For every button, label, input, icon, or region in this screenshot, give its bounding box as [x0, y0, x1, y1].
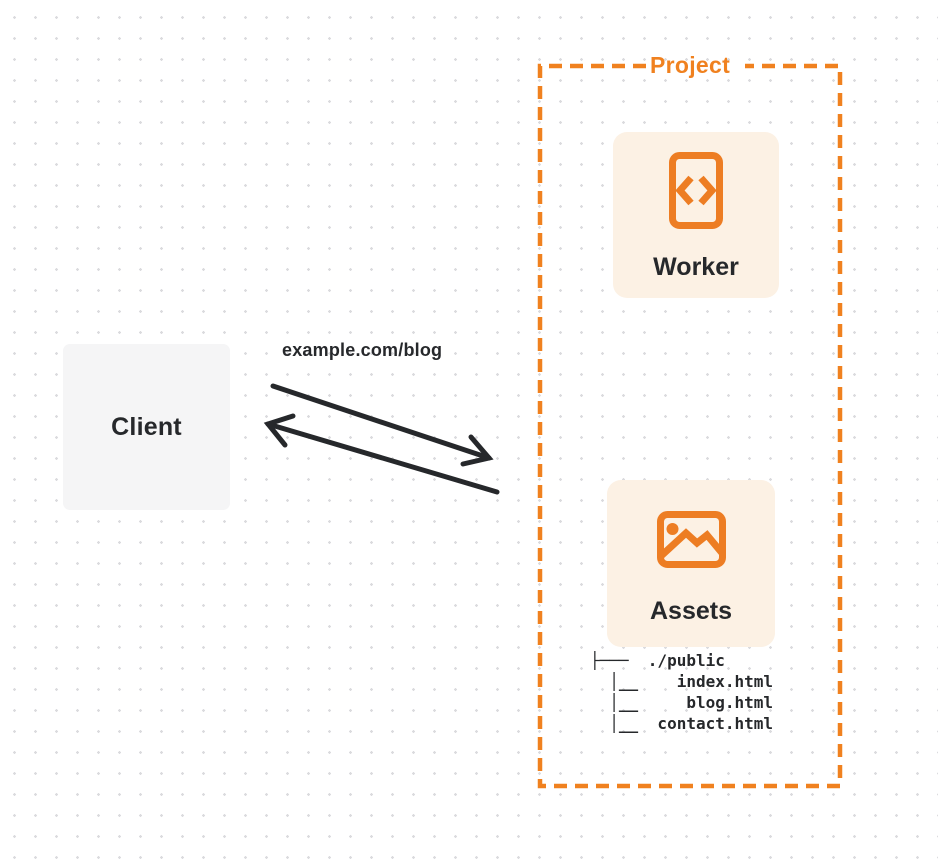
file-tree-item-blog: │__ blog.html [590, 693, 774, 712]
project-label: Project [649, 52, 731, 78]
request-arrow-head [460, 434, 494, 467]
request-arrow-line [270, 383, 492, 461]
worker-label: Worker [653, 253, 739, 281]
file-tree-root: ├─── ./public [590, 651, 725, 670]
client-label: Client [111, 412, 182, 441]
file-tree-item-index: │__ index.html [590, 672, 774, 691]
assets-file-tree: ├─── ./public │__ index.html │__ blog.ht… [590, 650, 773, 734]
response-arrow-line [265, 421, 500, 495]
client-node: Client [63, 344, 230, 510]
assets-label: Assets [650, 597, 732, 625]
file-tree-item-contact: │__ contact.html [590, 714, 774, 733]
image-icon [656, 511, 726, 568]
code-file-icon [669, 152, 723, 229]
request-url-label: example.com/blog [282, 340, 443, 360]
response-arrow-head [263, 413, 296, 448]
worker-node: Worker [613, 132, 779, 298]
assets-node: Assets [607, 480, 775, 647]
